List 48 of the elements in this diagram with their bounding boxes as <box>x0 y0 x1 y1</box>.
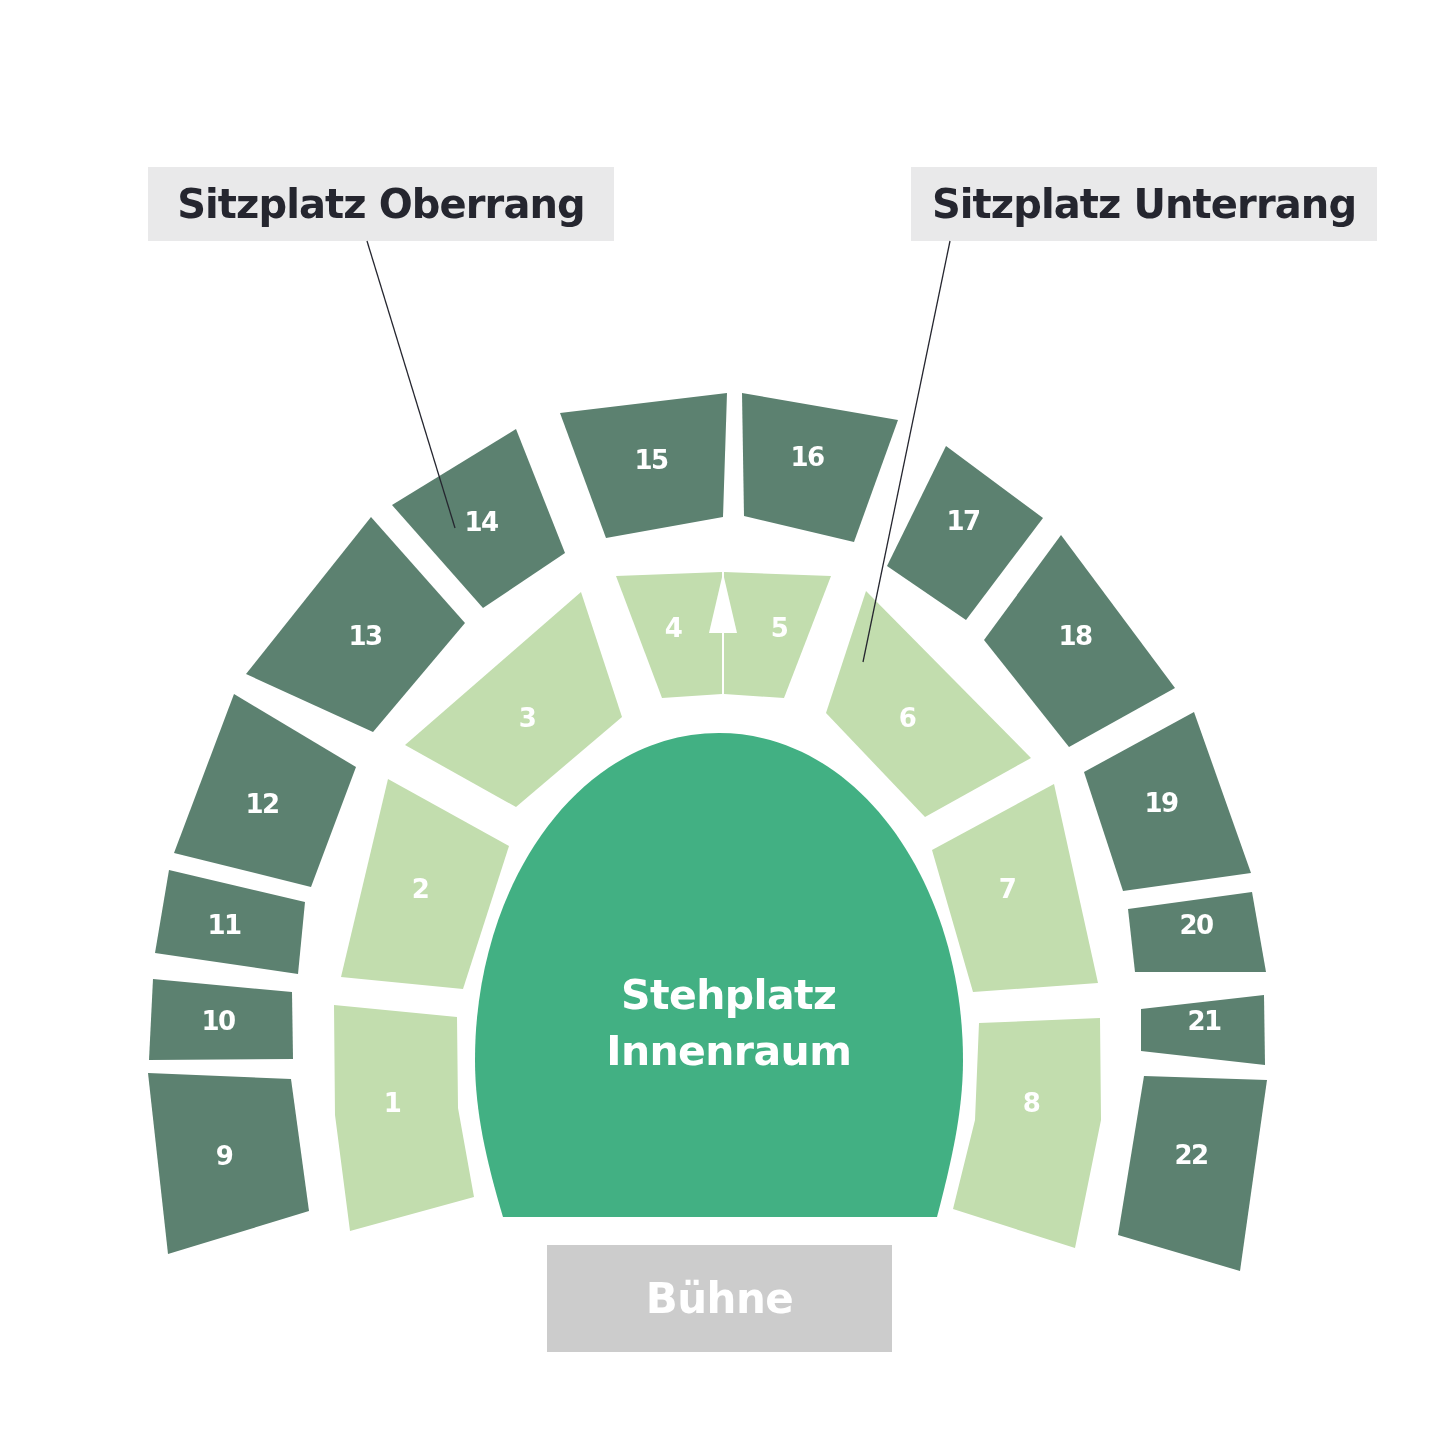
section-number: 14 <box>464 509 498 535</box>
section-number: 3 <box>518 705 536 731</box>
section-number: 22 <box>1174 1142 1208 1168</box>
leader-line <box>862 240 951 663</box>
section-number: 4 <box>664 615 682 641</box>
section-number: 18 <box>1058 623 1092 649</box>
section-number: 21 <box>1187 1008 1221 1034</box>
leader-line <box>366 240 456 529</box>
section-number: 13 <box>348 623 382 649</box>
section-number: 20 <box>1179 912 1213 938</box>
section-number: 10 <box>201 1008 235 1034</box>
callout-label: Sitzplatz Unterrang <box>931 182 1357 226</box>
seating-section <box>932 784 1098 992</box>
seating-section <box>405 592 622 807</box>
standing-area <box>475 733 963 1217</box>
section-number: 5 <box>770 615 788 641</box>
seating-section <box>246 517 465 732</box>
section-number: 1 <box>383 1090 401 1116</box>
seating-section <box>724 572 831 698</box>
section-number: 11 <box>207 912 241 938</box>
section-number: 8 <box>1022 1090 1040 1116</box>
seating-section <box>616 572 722 698</box>
seating-section <box>1118 1076 1267 1271</box>
section-number: 12 <box>245 791 279 817</box>
section-number: 2 <box>411 876 429 902</box>
callout-box <box>911 167 1377 241</box>
callout-box <box>148 167 614 241</box>
seating-section <box>984 535 1175 747</box>
seating-section <box>149 979 293 1060</box>
section-number: 9 <box>215 1143 233 1169</box>
section-number: 17 <box>946 508 980 534</box>
seating-section <box>887 446 1043 620</box>
section-number: 15 <box>634 447 668 473</box>
seating-section <box>155 870 305 974</box>
section-number: 16 <box>790 444 824 470</box>
section-number: 19 <box>1144 790 1178 816</box>
seating-section <box>341 779 509 989</box>
seating-section <box>148 1073 309 1254</box>
stage-block <box>547 1245 892 1352</box>
seating-section <box>953 1018 1101 1248</box>
seating-section <box>560 393 727 538</box>
seating-section <box>1141 995 1265 1065</box>
section-number: 7 <box>998 876 1016 902</box>
callout-label: Sitzplatz Oberrang <box>177 182 585 226</box>
seating-section <box>742 393 898 542</box>
seating-section <box>392 429 565 608</box>
area-name: Stehplatz Innenraum <box>605 970 853 1077</box>
section-number: 6 <box>898 705 916 731</box>
